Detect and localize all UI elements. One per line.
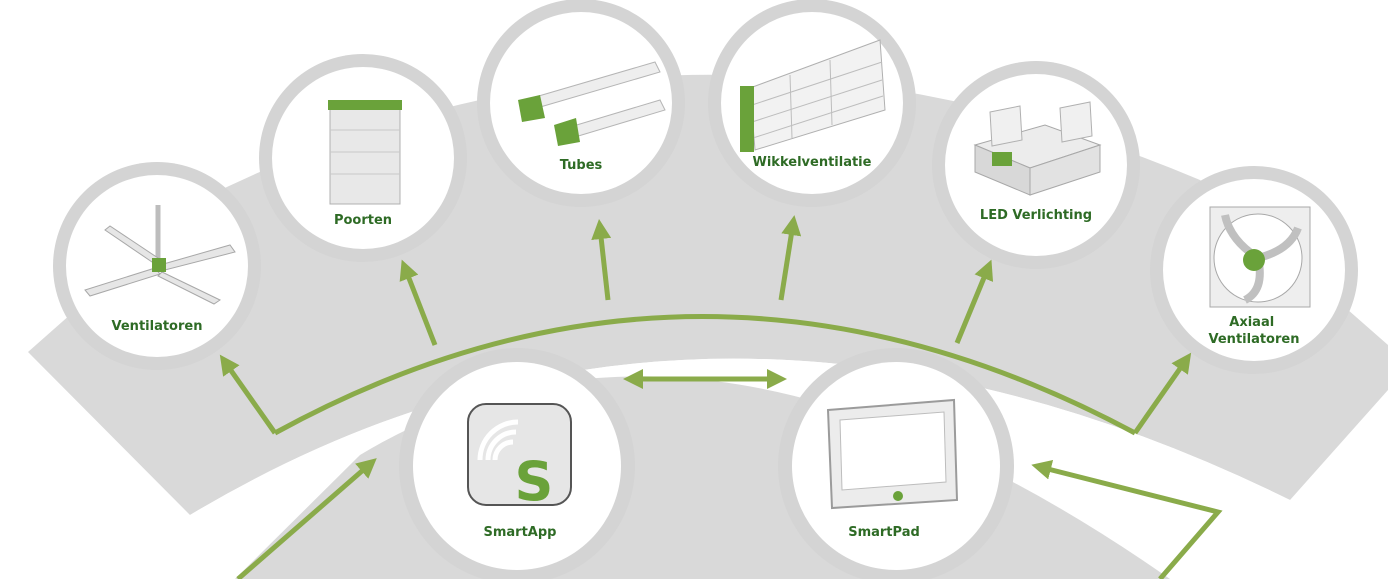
device-axiaal: Axiaal Ventilatoren (1150, 166, 1358, 374)
device-label: Ventilatoren (112, 319, 203, 334)
roller-door-icon (328, 100, 402, 205)
controller-label: SmartPad (848, 525, 920, 540)
arrow-to-poorten (399, 259, 438, 346)
device-led: LED Verlichting (932, 61, 1140, 269)
tubes-icon (518, 61, 666, 146)
arrow-to-tubes (591, 219, 612, 301)
device-wikkel: Wikkelventilatie (708, 0, 916, 207)
device-poorten: Poorten (259, 54, 467, 262)
device-ventilatoren: Ventilatoren (53, 162, 261, 370)
device-arrows (219, 215, 1192, 435)
device-label-line-1: Axiaal (1229, 315, 1274, 330)
curtain-ventilation-icon (740, 39, 886, 152)
smartapp-letter: S (515, 450, 554, 513)
device-tubes: Tubes (477, 0, 685, 207)
device-label: Wikkelventilatie (753, 155, 872, 170)
connection-arc (273, 314, 1137, 436)
arrow-to-ventilatoren (219, 354, 278, 435)
smartapp-icon: S (467, 403, 572, 513)
controller-smartpad: SmartPad (778, 348, 1014, 579)
tablet-icon (826, 398, 959, 510)
device-label: Poorten (334, 213, 392, 228)
led-light-icon (973, 101, 1102, 196)
device-label-line-2: Ventilatoren (1209, 332, 1300, 347)
axial-fan-icon (1209, 206, 1311, 308)
device-label: Tubes (560, 158, 603, 173)
device-label: LED Verlichting (980, 208, 1092, 223)
arrow-to-led (954, 259, 994, 344)
arrow-to-smartapp (236, 458, 377, 579)
controller-label: SmartApp (484, 525, 557, 540)
device-label: Axiaal Ventilatoren (1209, 315, 1300, 347)
arrow-to-wikkel (778, 215, 802, 301)
arrow-to-axiaal (1132, 352, 1192, 435)
controller-smartapp: S SmartApp (399, 348, 635, 579)
arrow-to-smartpad (1031, 460, 1223, 579)
ceiling-fan-icon (84, 205, 236, 305)
